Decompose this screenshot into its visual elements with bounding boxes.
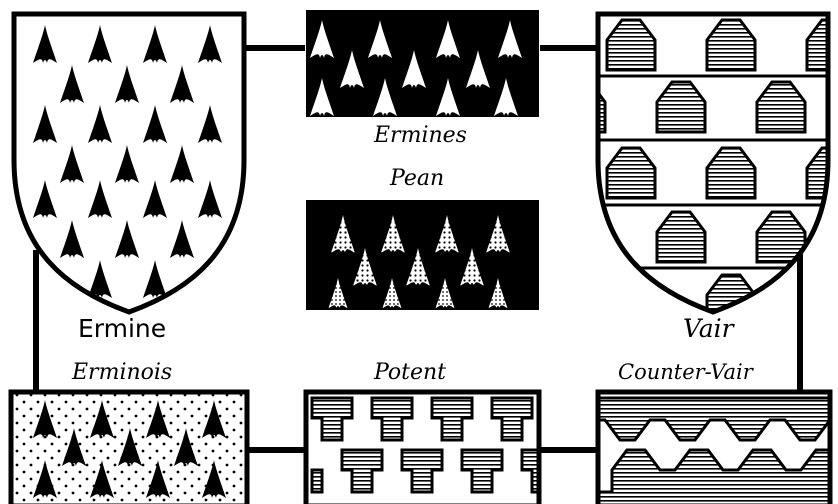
counter-vair-panel — [595, 389, 833, 504]
pean-label: Pean — [390, 166, 445, 191]
ermines-panel — [306, 10, 539, 117]
erminois-label: Erminois — [72, 360, 173, 385]
ermine-label: Ermine — [78, 314, 167, 343]
ermine-shield — [11, 11, 247, 315]
pean-panel — [306, 200, 539, 310]
counter-vair-label: Counter-Vair — [618, 360, 753, 384]
potent-label: Potent — [374, 360, 447, 385]
erminois-panel — [8, 389, 250, 504]
vair-label: Vair — [683, 314, 734, 343]
potent-panel — [303, 389, 542, 504]
ermines-label: Ermines — [374, 123, 467, 148]
connector-lines — [33, 45, 803, 453]
vair-shield — [595, 11, 831, 315]
